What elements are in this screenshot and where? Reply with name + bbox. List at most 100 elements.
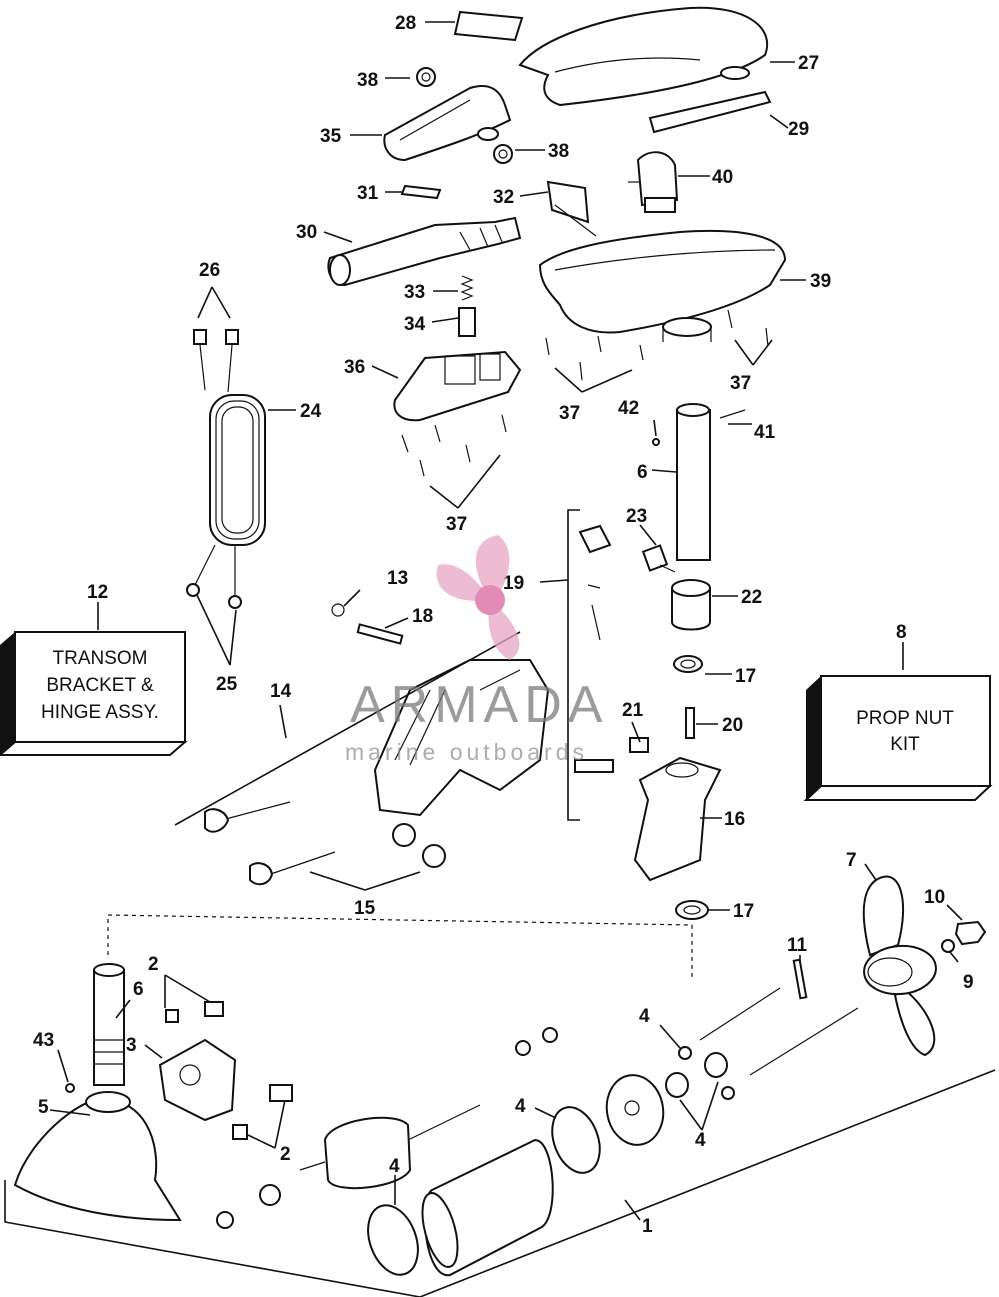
callout-32: 32 <box>493 187 514 208</box>
leader-lines <box>49 21 963 1221</box>
callout-40: 40 <box>712 167 733 188</box>
part-35-handle-cover <box>383 85 512 162</box>
part-17-bushing-lower <box>675 900 709 920</box>
callout-23: 23 <box>626 506 647 527</box>
part-10-prop-nut <box>954 920 987 946</box>
callout-43: 43 <box>33 1030 54 1051</box>
part-through-bolts <box>699 987 859 1076</box>
callout-2: 2 <box>280 1144 291 1165</box>
callout-12: 12 <box>87 582 108 603</box>
callout-27: 27 <box>798 53 819 74</box>
callout-20: 20 <box>722 715 743 736</box>
callout-10: 10 <box>924 887 945 908</box>
callout-38: 38 <box>357 70 378 91</box>
callout-36: 36 <box>344 357 365 378</box>
part-18-pin <box>356 623 404 645</box>
callout-15: 15 <box>354 898 376 919</box>
callout-13: 13 <box>387 568 408 589</box>
part-26-connectors <box>193 329 239 345</box>
watermark-brand: ARMADA <box>350 676 608 734</box>
callout-4: 4 <box>389 1156 400 1177</box>
part-40-switch <box>628 151 679 213</box>
part-9-washer <box>941 939 955 953</box>
part-23-lock <box>641 544 676 573</box>
callout-24: 24 <box>300 401 322 422</box>
callout-3: 3 <box>126 1035 137 1056</box>
part-14-clamp-bracket <box>373 659 550 817</box>
part-33-spring <box>460 275 474 301</box>
callout-30: 30 <box>296 222 317 243</box>
prop-nut-kit-box: PROP NUT KIT <box>803 675 993 801</box>
part-31-clip <box>400 184 442 200</box>
propeller-logo-icon <box>436 535 520 660</box>
callout-2: 2 <box>148 954 159 975</box>
callout-4: 4 <box>639 1006 650 1027</box>
callout-4: 4 <box>695 1130 706 1151</box>
prop-nut-box-line2: KIT <box>890 734 920 755</box>
callout-6: 6 <box>637 462 648 483</box>
part-6-lower-tube <box>93 963 125 1086</box>
part-38-grommet-lower <box>493 144 513 164</box>
part-24-cable-coil <box>186 344 266 609</box>
part-11-pin <box>792 958 808 1000</box>
alignment-dashed-line <box>107 914 693 980</box>
part-38-grommet-top <box>416 67 436 87</box>
callout-31: 31 <box>357 183 379 204</box>
callout-42: 42 <box>618 398 639 419</box>
callout-11: 11 <box>787 935 808 956</box>
watermark-tagline: marine outboards <box>345 739 588 765</box>
motor-assembly-outline <box>4 1069 996 1297</box>
callout-17: 17 <box>735 666 756 687</box>
leader-14 <box>174 631 521 826</box>
callout-numbers: 28 27 38 35 38 29 31 32 40 30 26 39 33 3… <box>33 13 974 1237</box>
part-4-o-rings <box>367 1106 601 1276</box>
part-43-pin <box>65 1083 75 1093</box>
part-19-bracket-group <box>539 509 649 821</box>
callout-6: 6 <box>133 979 144 1000</box>
callout-38: 38 <box>548 141 569 162</box>
part-36-control-board <box>393 350 522 422</box>
part-7-propeller <box>862 875 937 1057</box>
callout-39: 39 <box>810 271 831 292</box>
part-22-collar <box>671 579 711 631</box>
part-15-clamp-screws <box>204 801 446 886</box>
part-30-handle <box>327 216 522 287</box>
transom-bracket-box: TRANSOM BRACKET & HINGE ASSY. <box>0 631 188 756</box>
callout-19: 19 <box>503 573 524 594</box>
callout-26: 26 <box>199 260 220 281</box>
callout-4: 4 <box>515 1096 526 1117</box>
callout-1: 1 <box>642 1216 653 1237</box>
callout-16: 16 <box>724 809 745 830</box>
part-17-bushing-upper <box>673 655 703 673</box>
transom-box-line1: TRANSOM <box>53 648 148 669</box>
part-2-brushes <box>165 1001 293 1140</box>
callout-34: 34 <box>404 314 426 335</box>
callout-18: 18 <box>412 606 433 627</box>
callout-5: 5 <box>38 1097 49 1118</box>
part-6-shaft <box>676 403 711 561</box>
callout-25: 25 <box>216 674 238 695</box>
part-29-strip <box>648 90 772 134</box>
callout-35: 35 <box>320 126 342 147</box>
part-armature <box>299 1104 481 1190</box>
part-34-block <box>458 307 476 337</box>
callout-29: 29 <box>788 119 809 140</box>
callout-22: 22 <box>741 587 762 608</box>
part-1-motor-can <box>421 1138 554 1277</box>
callout-7: 7 <box>846 850 857 871</box>
callout-37: 37 <box>559 403 580 424</box>
part-27-top-cover <box>518 6 769 107</box>
callout-41: 41 <box>754 422 776 443</box>
part-3-brush-plate <box>158 1038 237 1122</box>
callout-8: 8 <box>896 622 907 643</box>
prop-nut-box-line1: PROP NUT <box>856 708 954 729</box>
part-41-screw <box>719 409 746 419</box>
part-28-decal <box>453 10 524 42</box>
part-16-swivel <box>633 756 722 882</box>
callout-9: 9 <box>963 972 974 993</box>
callout-14: 14 <box>270 681 292 702</box>
callout-37: 37 <box>446 514 467 535</box>
part-end-cap <box>605 1074 665 1146</box>
transom-box-line3: HINGE ASSY. <box>41 702 159 723</box>
